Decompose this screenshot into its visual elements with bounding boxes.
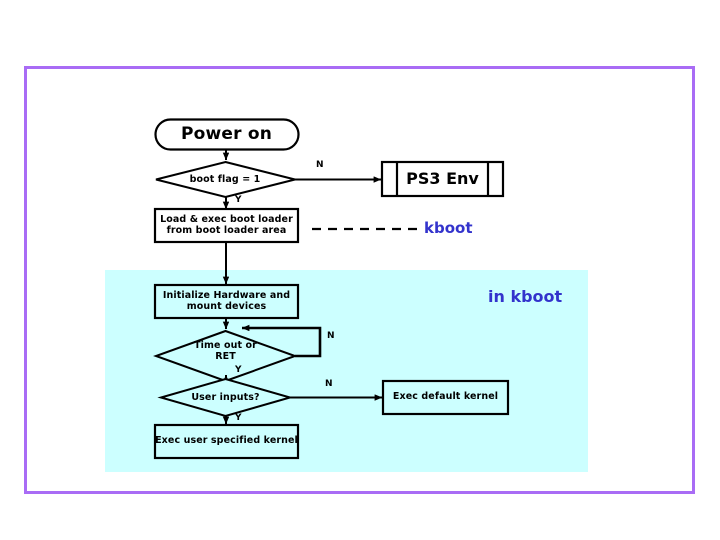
node-initialize-hardware-shape [153, 283, 300, 320]
node-ps3-env-shape [380, 160, 505, 198]
edge-timeout-no-loopback [241, 324, 322, 358]
node-time-out-or-ret-shape [153, 329, 298, 383]
node-exec-default-kernel-shape [381, 379, 510, 416]
node-load-exec-boot-loader-shape [153, 207, 300, 244]
node-boot-flag-shape [155, 160, 296, 199]
node-exec-user-specified-kernel-shape [153, 423, 300, 460]
node-user-inputs-shape [157, 377, 294, 418]
node-power-on-shape [154, 118, 300, 151]
slide-border-frame [24, 66, 695, 494]
